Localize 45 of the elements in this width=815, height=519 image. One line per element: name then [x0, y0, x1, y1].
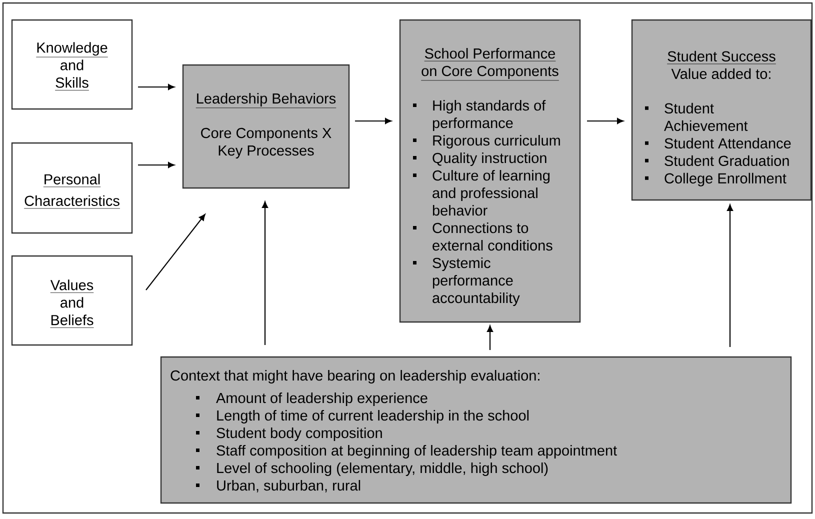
input-box	[11, 142, 133, 234]
list-item: Urban, suburban, rural	[196, 480, 360, 492]
heading: Leadership Behaviors	[196, 92, 336, 108]
list-item: Level of schooling (elementary, middle, high school)	[196, 462, 548, 476]
box-text: and	[60, 60, 84, 70]
process-box	[399, 19, 581, 323]
heading: Values	[50, 280, 94, 293]
box-text: Core Components X Key Processes	[201, 128, 332, 158]
list-item: College Enrollment	[645, 172, 786, 186]
list-item: Connections to external conditions	[413, 222, 552, 251]
input-box	[11, 255, 133, 346]
heading: Characteristics	[24, 195, 120, 209]
arrow	[138, 162, 175, 168]
box-text: and	[60, 297, 84, 308]
arrow	[587, 118, 624, 124]
heading: Student Success	[666, 50, 776, 64]
list-item: Student Attendance	[645, 138, 791, 148]
arrow	[146, 214, 206, 290]
list-item: Culture of learning and professional behavior	[413, 170, 550, 216]
list-item: Amount of leadership experience	[196, 392, 428, 406]
process-box	[160, 356, 792, 504]
list-item: Staff composition at beginning of leadership team appointment	[196, 445, 617, 459]
list-item: Systemic performance accountability	[413, 257, 520, 306]
heading: School Performance on Core Components	[420, 48, 560, 81]
heading: Skills	[54, 77, 90, 90]
arrow	[355, 118, 392, 124]
arrow	[487, 325, 494, 350]
list-item: Student body composition	[196, 428, 382, 442]
list-item: Student Graduation	[645, 155, 789, 166]
arrow	[262, 201, 268, 345]
box-text: Value added to:	[671, 68, 770, 79]
list-item: Rigorous curriculum	[413, 134, 560, 148]
heading: Beliefs	[50, 314, 94, 328]
process-box	[182, 64, 350, 189]
heading: Knowledge	[36, 42, 108, 58]
list-item: Length of time of current leadership in the school	[196, 410, 529, 424]
process-box	[631, 19, 812, 201]
heading: Personal	[43, 174, 101, 188]
heading: Context that might have bearing on leadership evaluation:	[170, 370, 540, 384]
arrow	[138, 84, 175, 90]
list-item: High standards of performance	[413, 100, 546, 131]
arrow	[727, 204, 733, 347]
input-box	[11, 19, 133, 110]
list-item: Student Achievement	[645, 102, 748, 131]
list-item: Quality instruction	[413, 152, 546, 166]
